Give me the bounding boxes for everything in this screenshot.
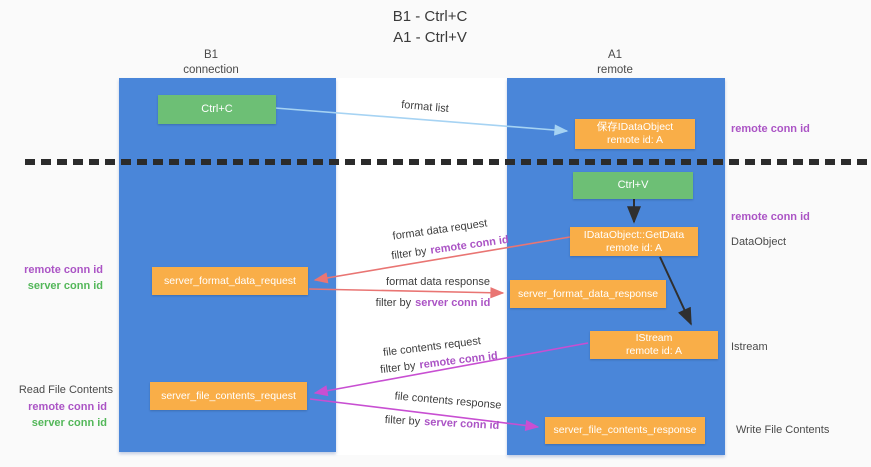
node-format-request-label: server_format_data_request [164, 274, 296, 287]
filter-by-text: filter by [375, 297, 412, 309]
title-line-2: A1 - Ctrl+V [393, 29, 467, 46]
node-istream-line2: remote id: A [625, 345, 683, 357]
node-save-idataobject-line1: 保存IDataObject [596, 121, 674, 133]
left-label-remote-conn-id-mid: remote conn id [24, 264, 103, 276]
node-server-format-data-response: server_format_data_response [510, 280, 666, 308]
node-ctrl-v: Ctrl+V [573, 172, 693, 199]
right-label-dataobject: DataObject [731, 236, 787, 248]
column-a1-role: remote [597, 64, 633, 76]
right-label-remote-conn-id-mid: remote conn id [731, 211, 810, 223]
node-file-request-label: server_file_contents_request [161, 389, 296, 402]
left-label-server-conn-id-bottom: server conn id [31, 417, 107, 429]
node-server-file-contents-response: server_file_contents_response [545, 417, 705, 444]
column-b1-name: B1 [203, 49, 219, 61]
left-label-server-conn-id-mid: server conn id [27, 280, 103, 292]
right-label-remote-conn-id-top: remote conn id [731, 123, 810, 135]
node-format-response-label: server_format_data_response [517, 287, 659, 300]
title-line-1: B1 - Ctrl+C [392, 8, 468, 25]
column-header-a1: A1 remote [535, 48, 695, 78]
node-getdata-line2: remote id: A [605, 241, 663, 254]
edge-label-format-data-response: format data response [386, 276, 490, 288]
diagram-title: B1 - Ctrl+C A1 - Ctrl+V [280, 6, 580, 48]
session-divider-dashed-line [25, 159, 871, 165]
node-save-idataobject-line2: remote id: A [606, 134, 664, 146]
node-file-response-label: server_file_contents_response [553, 424, 697, 436]
column-b1-role: connection [183, 64, 239, 76]
node-istream: IStream remote id: A [590, 331, 718, 359]
node-ctrl-c: Ctrl+C [158, 95, 276, 124]
left-label-remote-conn-id-bottom: remote conn id [28, 401, 107, 413]
column-a1-name: A1 [607, 49, 623, 61]
filter-by-text: filter by [384, 414, 421, 428]
node-istream-line1: IStream [635, 332, 673, 344]
node-idataobject-getdata: IDataObject::GetData remote id: A [570, 227, 698, 256]
node-save-idataobject: 保存IDataObject remote id: A [575, 119, 695, 149]
right-label-istream: Istream [731, 341, 768, 353]
node-server-format-data-request: server_format_data_request [152, 267, 308, 295]
left-label-read-file-contents: Read File Contents [18, 384, 113, 396]
column-header-b1: B1 connection [131, 48, 291, 78]
right-label-write-file-contents: Write File Contents [736, 424, 830, 436]
node-ctrl-v-label: Ctrl+V [617, 179, 649, 191]
node-server-file-contents-request: server_file_contents_request [150, 382, 307, 410]
server-conn-id-text: server conn id [415, 297, 491, 309]
node-getdata-line1: IDataObject::GetData [583, 228, 685, 241]
node-ctrl-c-label: Ctrl+C [201, 103, 233, 115]
